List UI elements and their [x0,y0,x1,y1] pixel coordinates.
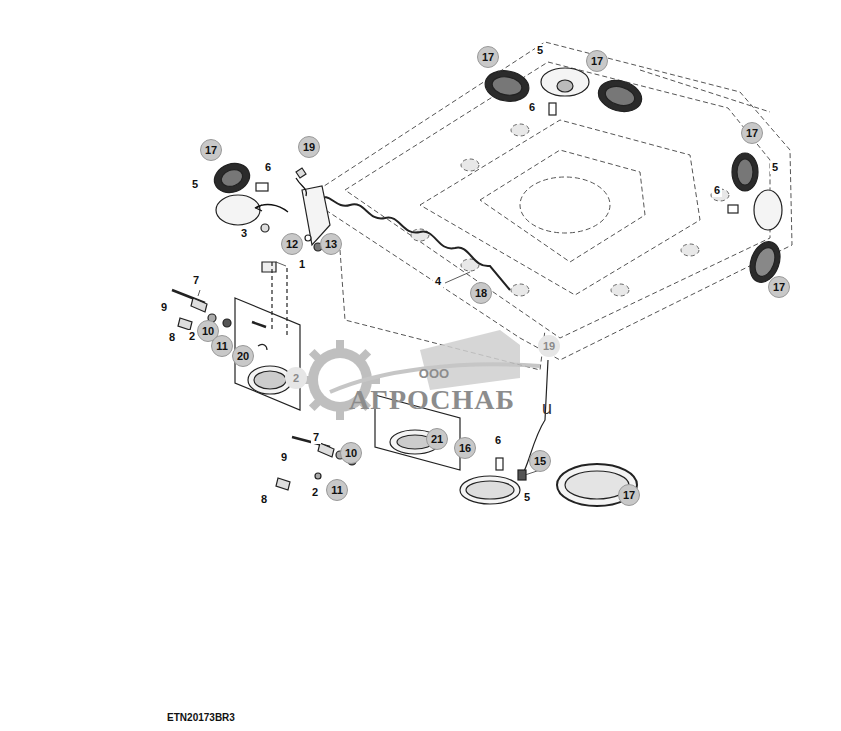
callout-number: 5 [190,178,200,191]
callout-number: 5 [522,491,532,504]
callout-number: 17 [618,484,640,506]
callout-number: 2 [310,486,320,499]
callout-number: 8 [167,331,177,344]
callout-number: 17 [586,50,608,72]
callout-number: 6 [493,434,503,447]
callout-number: 7 [311,431,321,444]
callout-number: 17 [741,122,763,144]
callout-number: 11 [211,335,233,357]
callout-number: 7 [191,274,201,287]
callout-number: 9 [279,451,289,464]
callout-number: 10 [340,442,362,464]
watermark-text: ООО [419,367,449,380]
callout-number: 18 [470,282,492,304]
callout-number: 17 [200,139,222,161]
watermark-text: АГРОСНАБ [349,386,515,414]
callout-number: 2 [187,330,197,343]
callout-number: 6 [712,184,722,197]
callout-number: 6 [527,101,537,114]
callout-number: 4 [433,275,443,288]
watermark-text: u [542,399,552,417]
callout-number: 9 [159,301,169,314]
callout-number: 13 [320,233,342,255]
callout-number: 11 [326,479,348,501]
callout-number: 6 [263,161,273,174]
watermark-callout: 2 [285,367,307,389]
callout-number: 17 [768,276,790,298]
callout-number: 5 [770,161,780,174]
callout-number: 1 [297,258,307,271]
callout-number: 17 [477,46,499,68]
callout-number: 5 [535,44,545,57]
callout-number: 19 [298,136,320,158]
callout-number: 20 [232,345,254,367]
callout-number: 3 [239,227,249,240]
figure-code: ETN20173BR3 [167,713,235,723]
callout-number: 16 [454,437,476,459]
callout-number: 15 [529,450,551,472]
callout-number: 21 [426,428,448,450]
callout-number: 12 [281,233,303,255]
watermark-callout: 19 [538,335,560,357]
callout-number: 8 [259,493,269,506]
